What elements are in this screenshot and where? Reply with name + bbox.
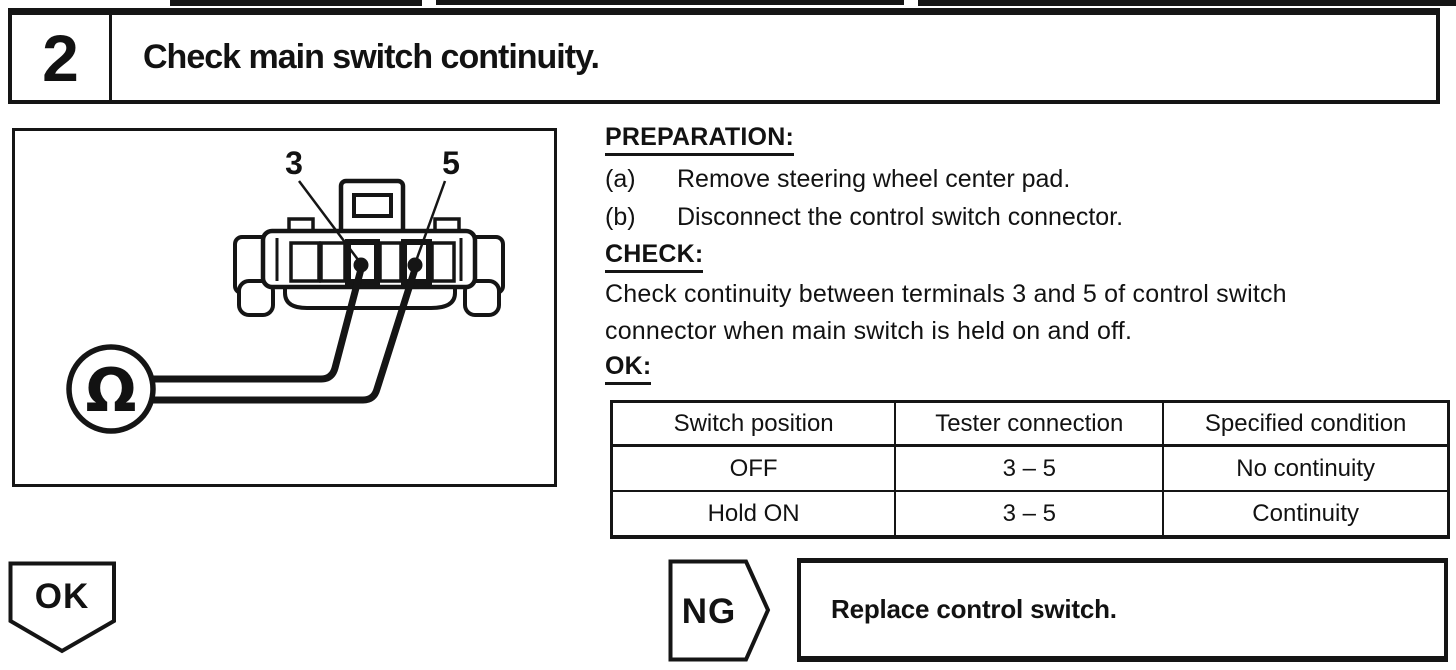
step-header: 2 Check main switch continuity. xyxy=(8,8,1440,104)
table-header-row: Switch position Tester connection Specif… xyxy=(610,400,1450,447)
connector-wing-right-lower xyxy=(463,279,501,317)
check-heading: CHECK: xyxy=(605,240,704,273)
cell-switch-position: Hold ON xyxy=(610,490,897,539)
step-title-cell: Check main switch continuity. xyxy=(112,15,1436,100)
cavity-4 xyxy=(378,241,403,283)
scan-artifact xyxy=(918,0,1456,6)
table-row: OFF 3 – 5 No continuity xyxy=(610,444,1450,492)
step-number-cell: 2 xyxy=(12,15,112,100)
cell-switch-position: OFF xyxy=(610,444,897,492)
item-text: Remove steering wheel center pad. xyxy=(677,165,1071,193)
scan-artifact xyxy=(170,0,422,6)
ng-action-box: Replace control switch. xyxy=(797,558,1448,662)
continuity-spec-table: Switch position Tester connection Specif… xyxy=(610,400,1450,539)
item-text: Disconnect the control switch connector. xyxy=(677,203,1124,231)
connector-latch-hole xyxy=(352,193,393,218)
ng-flow-shape: NG xyxy=(668,559,771,662)
connector-bulge xyxy=(283,287,457,310)
ng-label: NG xyxy=(682,592,737,631)
connector-diagram: Ω 3 5 xyxy=(66,145,505,434)
connector-wing-left-lower xyxy=(237,279,275,317)
step-title: Check main switch continuity. xyxy=(143,38,600,76)
ok-spec-heading: OK: xyxy=(605,352,652,385)
ok-flow-shape: OK xyxy=(8,561,116,654)
ng-action-text: Replace control switch. xyxy=(831,594,1117,624)
cavity-6 xyxy=(430,241,456,283)
col-header-switch-position: Switch position xyxy=(610,400,897,447)
step-number: 2 xyxy=(42,20,79,95)
ok-label: OK xyxy=(35,577,90,616)
ng-pentagon xyxy=(668,559,771,662)
cell-tester-connection: 3 – 5 xyxy=(894,444,1165,492)
terminal-label-3: 3 xyxy=(285,145,303,181)
check-text-line2: connector when main switch is held on an… xyxy=(605,317,1133,345)
item-label: (a) xyxy=(605,165,636,193)
preparation-item-b: (b) Disconnect the control switch connec… xyxy=(605,203,1123,232)
probe-dot-terminal-5 xyxy=(407,257,423,273)
cell-specified-condition: No continuity xyxy=(1162,444,1450,492)
cell-specified-condition: Continuity xyxy=(1162,490,1450,539)
leader-line-3 xyxy=(298,180,360,262)
col-header-tester-connection: Tester connection xyxy=(894,400,1165,447)
tester-wire-terminal-5 xyxy=(149,267,419,404)
cavity-1 xyxy=(289,241,321,283)
ohmmeter-symbol: Ω xyxy=(85,356,136,426)
terminal-label-5: 5 xyxy=(442,145,460,181)
cavity-2 xyxy=(319,241,347,283)
table-row: Hold ON 3 – 5 Continuity xyxy=(610,490,1450,539)
probe-dot-terminal-3 xyxy=(353,257,369,273)
tester-wire-terminal-3 xyxy=(151,268,365,383)
preparation-item-a: (a) Remove steering wheel center pad. xyxy=(605,165,1070,194)
cell-tester-connection: 3 – 5 xyxy=(894,490,1165,539)
check-text-line1: Check continuity between terminals 3 and… xyxy=(605,280,1287,308)
ok-pentagon xyxy=(8,561,116,654)
leader-line-5 xyxy=(414,180,447,262)
col-header-specified-condition: Specified condition xyxy=(1162,400,1450,447)
item-label: (b) xyxy=(605,203,636,231)
connector-figure: Ω 3 5 xyxy=(12,128,557,487)
scan-artifact xyxy=(436,0,904,5)
ohmmeter-circle xyxy=(66,344,156,434)
preparation-heading: PREPARATION: xyxy=(605,123,794,156)
